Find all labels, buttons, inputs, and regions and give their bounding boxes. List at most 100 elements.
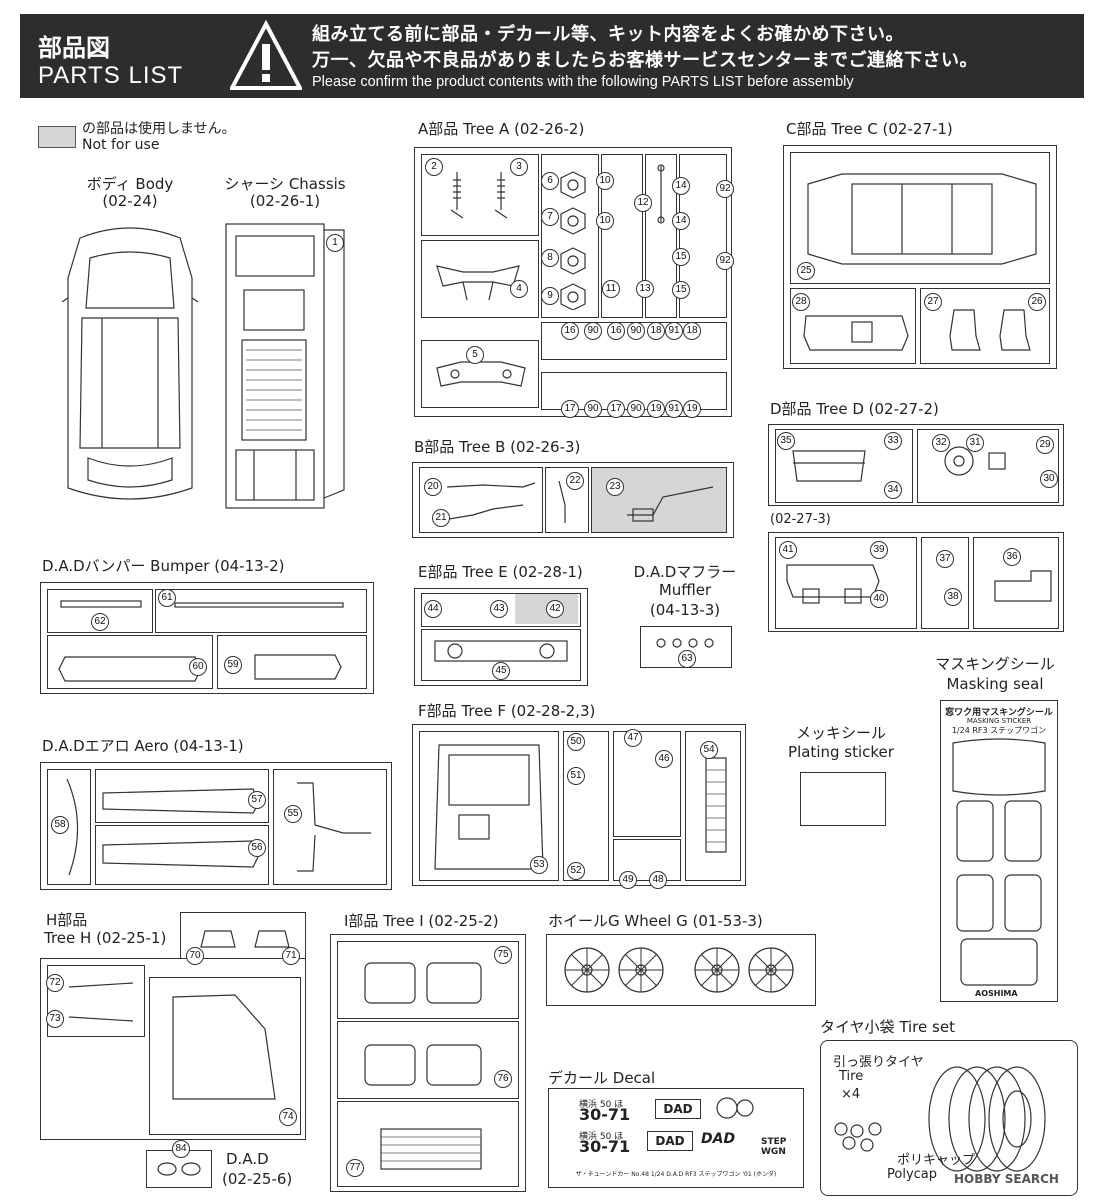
masking-shapes-drawing bbox=[952, 738, 1046, 986]
pipe-drawing bbox=[558, 480, 566, 523]
decal-sheet: 横浜 50 ほ 30-71 横浜 50 ほ 30-71 DAD DAD DAD … bbox=[548, 1088, 804, 1188]
part-number: 59 bbox=[224, 656, 242, 674]
part-number: 71 bbox=[282, 947, 300, 965]
tree-i-cell bbox=[337, 1101, 519, 1187]
part-number: 50 bbox=[567, 733, 585, 751]
muffler-code: (04-13-3) bbox=[649, 601, 721, 619]
part-number: 26 bbox=[1028, 293, 1046, 311]
aero-label: D.A.Dエアロ Aero (04-13-1) bbox=[42, 737, 244, 755]
decal-plate-top: 横浜 50 ほ bbox=[579, 1100, 624, 1110]
part-number: 14 bbox=[672, 177, 690, 195]
part-number: 38 bbox=[944, 588, 962, 606]
decal-plate: 30-71 bbox=[579, 1105, 631, 1124]
hub-drawing bbox=[560, 171, 586, 310]
part-number: 8 bbox=[541, 249, 559, 267]
part-number: 10 bbox=[596, 212, 614, 230]
part-number: 31 bbox=[966, 434, 984, 452]
muffler-tips-drawing bbox=[656, 638, 714, 648]
part-number: 36 bbox=[1003, 548, 1021, 566]
aero-cell bbox=[273, 769, 387, 885]
tree-h-cell bbox=[149, 977, 301, 1135]
part-number: 1 bbox=[326, 234, 344, 252]
chassis-drawing bbox=[225, 223, 345, 509]
part-number: 70 bbox=[186, 947, 204, 965]
bumper-cell bbox=[155, 589, 367, 633]
body-drawing bbox=[62, 227, 198, 500]
part-number: 39 bbox=[870, 541, 888, 559]
roof-panel-drawing bbox=[172, 994, 276, 1100]
part-number: 49 bbox=[619, 871, 637, 889]
part-number: 45 bbox=[492, 662, 510, 680]
part-number: 16 bbox=[607, 322, 625, 340]
part-number: 41 bbox=[779, 541, 797, 559]
plating-label-en: Plating sticker bbox=[788, 743, 894, 761]
grille-drawing bbox=[705, 757, 727, 853]
part-number: 32 bbox=[932, 434, 950, 452]
part-number: 54 bbox=[700, 741, 718, 759]
dad-label: D.A.D bbox=[226, 1150, 269, 1168]
decal-logo-2: DAD bbox=[647, 1131, 693, 1151]
polycap-label-en: Polycap bbox=[887, 1167, 938, 1182]
part-number: 29 bbox=[1036, 436, 1054, 454]
aero-drawing bbox=[66, 778, 371, 876]
tire-set-bag: 引っ張りタイヤ Tire ×4 ポリキャップ Polycap bbox=[820, 1040, 1078, 1196]
bumper-cell bbox=[47, 635, 213, 689]
part-number: 47 bbox=[624, 729, 642, 747]
part-number: 92 bbox=[716, 180, 734, 198]
plating-label-jp: メッキシール bbox=[795, 724, 886, 742]
part-number: 19 bbox=[683, 400, 701, 418]
floor-pan-drawing bbox=[807, 173, 1037, 265]
steering-wheel-drawing bbox=[944, 446, 1006, 476]
not-for-use-swatch bbox=[38, 126, 76, 148]
part-number: 42 bbox=[546, 600, 564, 618]
masking-sheet-title: 窓ワク用マスキングシール bbox=[945, 708, 1053, 718]
decal-step: STEP WGN bbox=[761, 1137, 787, 1157]
dad-code: (02-25-6) bbox=[222, 1170, 293, 1188]
notice-en: Please confirm the product contents with… bbox=[312, 74, 854, 90]
aero-frame bbox=[40, 762, 392, 890]
part-number: 3 bbox=[510, 158, 528, 176]
part-number: 4 bbox=[510, 280, 528, 298]
masking-sheet-sub: MASKING STICKER bbox=[966, 717, 1032, 725]
exhaust-pipe-drawing bbox=[627, 486, 714, 522]
decal-logo: DAD bbox=[655, 1099, 701, 1119]
chassis-label: シャーシ Chassis bbox=[224, 175, 346, 193]
legend-jp: の部品は使用しません。 bbox=[82, 121, 236, 137]
part-number: 18 bbox=[647, 322, 665, 340]
aero-cell bbox=[95, 769, 269, 823]
plating-sticker-sheet bbox=[800, 772, 886, 826]
tire-set-label: タイヤ小袋 Tire set bbox=[820, 1018, 955, 1036]
muffler-label-en: Muffler bbox=[658, 581, 712, 599]
part-number: 55 bbox=[284, 805, 302, 823]
bench-seat-drawing bbox=[994, 570, 1052, 602]
masking-brand: AOSHIMA bbox=[975, 989, 1018, 998]
tree-a-label: A部品 Tree A (02-26-2) bbox=[418, 120, 585, 138]
tree-c-cell bbox=[790, 288, 916, 364]
masking-label-en: Masking seal bbox=[946, 675, 1044, 693]
tree-h-cell bbox=[47, 965, 145, 1037]
tree-e-label: E部品 Tree E (02-28-1) bbox=[418, 563, 583, 581]
tree-d-cell bbox=[775, 537, 917, 629]
part-number: 15 bbox=[672, 248, 690, 266]
dad-frame bbox=[146, 1150, 212, 1188]
part-number: 40 bbox=[870, 590, 888, 608]
part-number: 14 bbox=[672, 212, 690, 230]
tree-f-cell bbox=[563, 731, 609, 881]
part-number: 84 bbox=[172, 1140, 190, 1158]
part-number: 46 bbox=[655, 750, 673, 768]
part-number: 27 bbox=[924, 293, 942, 311]
part-number: 52 bbox=[567, 862, 585, 880]
part-number: 7 bbox=[541, 208, 559, 226]
tree-i-frame bbox=[330, 934, 526, 1192]
masking-sheet: 窓ワク用マスキングシール MASKING STICKER 1/24 RF3 ステ… bbox=[940, 700, 1058, 1002]
console-drawing bbox=[792, 450, 866, 482]
part-number: 11 bbox=[602, 280, 620, 298]
tree-f-label: F部品 Tree F (02-28-2,3) bbox=[418, 702, 596, 720]
notice-jp-line2: 万一、欠品や不良品がありましたらお客様サービスセンターまでご連絡下さい。 bbox=[312, 50, 978, 71]
legend-en: Not for use bbox=[82, 137, 160, 153]
bumper-frame bbox=[40, 582, 374, 694]
bumper-label: D.A.Dバンパー Bumper (04-13-2) bbox=[42, 557, 285, 575]
part-number: 22 bbox=[566, 472, 584, 490]
decal-label: デカール Decal bbox=[548, 1069, 656, 1087]
tree-d-frame-bottom bbox=[768, 532, 1064, 632]
